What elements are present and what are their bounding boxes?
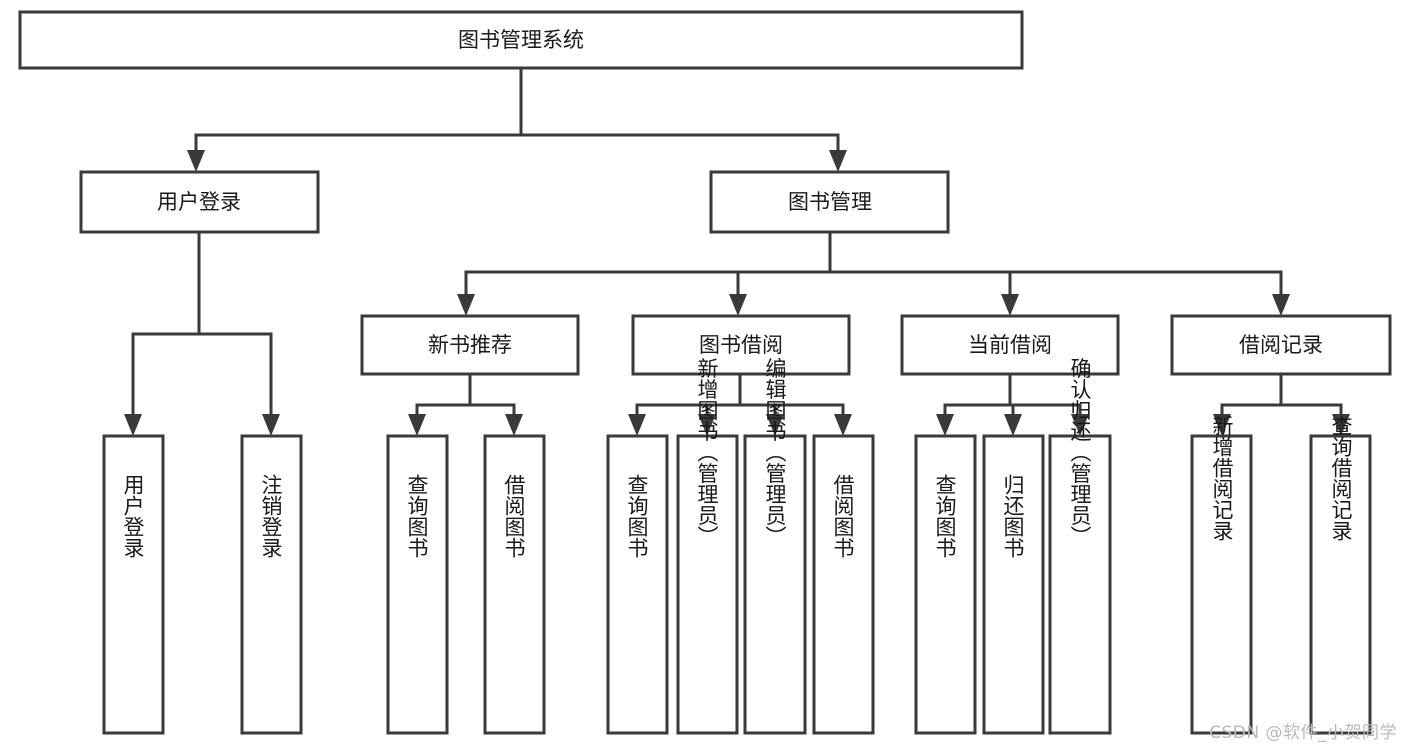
node-book-management-label: 图书管理 <box>788 190 872 214</box>
leaf-add-record-label: 新增借阅记录 <box>1210 415 1234 541</box>
leaf-query-book-3-label: 查询图书 <box>933 474 957 558</box>
connector-borrowrecord-to-leaves <box>1213 372 1350 436</box>
node-user-login-label: 用户登录 <box>157 190 241 214</box>
leaf-user-login-label: 用户登录 <box>121 474 145 558</box>
node-current-borrow[interactable]: 当前借阅 <box>900 314 1120 376</box>
node-user-login[interactable]: 用户登录 <box>79 170 320 234</box>
leaf-user-login[interactable]: 用户登录 <box>102 434 165 735</box>
leaf-borrow-book-1[interactable]: 借阅图书 <box>483 434 546 735</box>
connector-newbook-to-leaves <box>408 372 523 436</box>
node-book-borrow[interactable]: 图书借阅 <box>631 314 851 376</box>
node-book-borrow-label: 图书借阅 <box>699 333 783 357</box>
node-new-book-recommend-label: 新书推荐 <box>428 333 512 357</box>
leaf-query-book-1-label: 查询图书 <box>405 474 429 558</box>
leaf-add-book[interactable]: 新增图书（管理员） <box>676 358 739 735</box>
connector-bookmgmt-to-level2 <box>457 230 1290 316</box>
node-current-borrow-label: 当前借阅 <box>968 333 1052 357</box>
node-new-book-recommend[interactable]: 新书推荐 <box>360 314 580 376</box>
node-borrow-record[interactable]: 借阅记录 <box>1170 314 1392 376</box>
leaf-logout-login-label: 注销登录 <box>259 474 283 558</box>
leaf-edit-book[interactable]: 编辑图书（管理员） <box>743 358 807 735</box>
leaf-return-book-label: 归还图书 <box>1001 474 1025 558</box>
leaf-query-book-3[interactable]: 查询图书 <box>914 434 977 735</box>
leaf-add-record[interactable]: 新增借阅记录 <box>1190 415 1253 735</box>
connector-root-to-level1 <box>187 66 847 172</box>
leaf-query-book-2[interactable]: 查询图书 <box>606 434 669 735</box>
leaf-confirm-return[interactable]: 确认归还（管理员） <box>1048 358 1112 735</box>
leaf-logout-login[interactable]: 注销登录 <box>240 434 303 735</box>
leaf-return-book[interactable]: 归还图书 <box>982 434 1045 735</box>
connector-currentborrow-to-leaves <box>936 372 1089 436</box>
node-root[interactable]: 图书管理系统 <box>18 10 1024 70</box>
leaf-add-book-label: 新增图书（管理员） <box>695 358 719 547</box>
leaf-edit-book-label: 编辑图书（管理员） <box>763 358 787 547</box>
leaf-borrow-book-2-label: 借阅图书 <box>831 474 855 558</box>
leaf-borrow-book-1-label: 借阅图书 <box>502 474 526 558</box>
leaf-query-book-1[interactable]: 查询图书 <box>386 434 449 735</box>
connector-userlogin-to-leaves <box>124 230 280 436</box>
node-root-label: 图书管理系统 <box>458 28 584 52</box>
leaf-confirm-return-label: 确认归还（管理员） <box>1068 358 1092 547</box>
leaf-query-record[interactable]: 查询借阅记录 <box>1309 415 1372 735</box>
node-book-management[interactable]: 图书管理 <box>709 170 950 234</box>
watermark: CSDN @软件_小贺同学 <box>1209 723 1397 743</box>
leaf-borrow-book-2[interactable]: 借阅图书 <box>812 434 875 735</box>
leaf-query-book-2-label: 查询图书 <box>625 474 649 558</box>
node-borrow-record-label: 借阅记录 <box>1239 333 1323 357</box>
leaf-query-record-label: 查询借阅记录 <box>1329 415 1353 541</box>
connector-bookborrow-to-leaves <box>628 372 852 436</box>
